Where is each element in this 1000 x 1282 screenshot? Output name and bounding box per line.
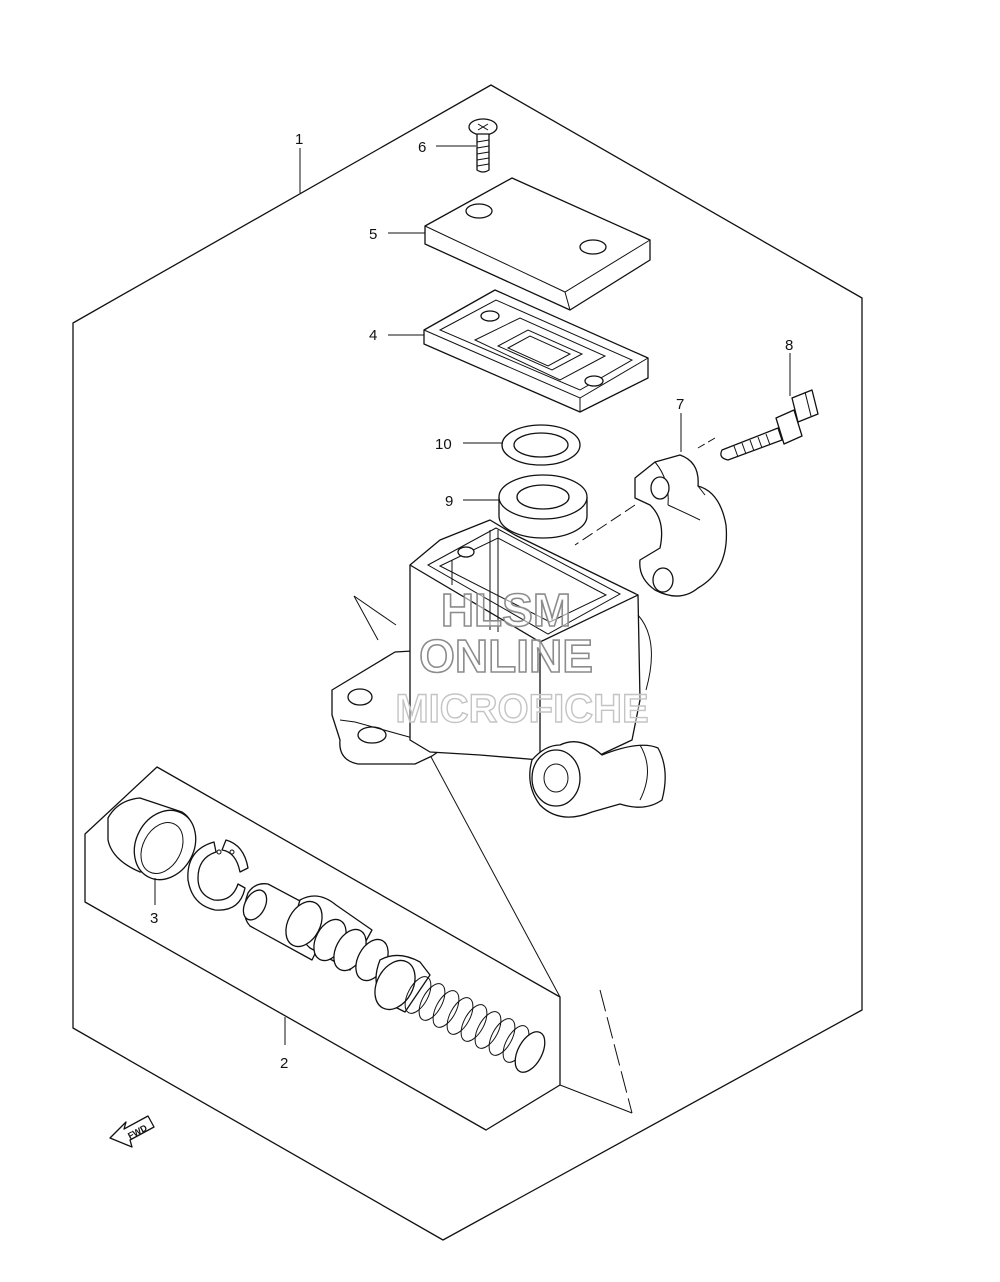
watermark-line-2: ONLINE [419,630,593,682]
piston-assembly-part-2 [242,883,546,1073]
spring [404,976,546,1073]
master-cylinder-body [331,519,666,818]
reservoir-cap-part-5 [424,177,651,311]
watermark-line-3: MICROFICHE [395,687,648,731]
guide-lines [353,198,716,1114]
assembly-outline [72,84,863,1241]
fwd-arrow-icon: FWD [109,1115,155,1148]
callout-2: 2 [280,1055,288,1072]
callout-labels: 1 2 3 4 5 6 7 8 9 10 [150,131,793,1072]
clamp-part-7 [634,454,728,597]
callout-1: 1 [295,131,303,148]
watermark: HLSM ONLINE MICROFICHE [395,583,650,732]
callout-6: 6 [418,139,426,156]
boot-part-3 [107,797,197,881]
screw-part-6 [468,118,498,173]
callout-8: 8 [785,337,793,354]
callout-9: 9 [445,493,453,510]
callout-3: 3 [150,910,158,927]
diaphragm-part-4 [423,289,649,413]
collar-part-9 [498,474,588,539]
circlip [187,839,249,911]
callout-7: 7 [676,396,684,413]
callout-4: 4 [369,327,377,344]
leader-lines [154,145,791,1045]
o-ring-part-10 [501,424,581,466]
callout-10: 10 [435,436,452,453]
callout-5: 5 [369,226,377,243]
watermark-line-1: HLSM [441,584,571,636]
bolt-part-8 [720,389,819,461]
